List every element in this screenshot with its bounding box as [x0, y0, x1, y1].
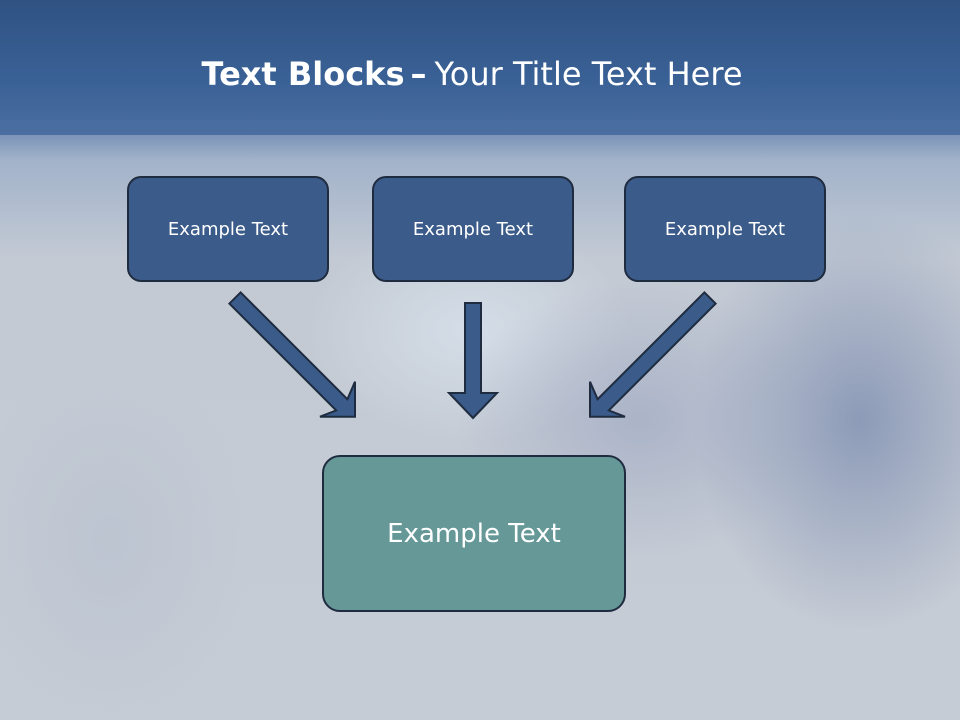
title-bar-fade	[0, 120, 960, 160]
text-block-bottom-label: Example Text	[387, 518, 561, 549]
slide-title: Text Blocks–Your Title Text Here	[0, 52, 944, 96]
arrow-center-to-bottom	[446, 302, 500, 420]
slide-title-rest: Your Title Text Here	[434, 55, 743, 93]
slide-title-dash: –	[410, 55, 427, 93]
arrow-right-to-bottom	[589, 290, 718, 418]
text-block-center[interactable]: Example Text	[372, 176, 574, 282]
text-block-left[interactable]: Example Text	[127, 176, 329, 282]
text-block-left-label: Example Text	[167, 218, 289, 240]
text-block-right[interactable]: Example Text	[624, 176, 826, 282]
title-bar	[0, 0, 960, 135]
slide-title-bold: Text Blocks	[201, 55, 405, 93]
text-block-bottom[interactable]: Example Text	[322, 455, 626, 612]
text-block-right-label: Example Text	[664, 218, 786, 240]
text-block-center-label: Example Text	[412, 218, 534, 240]
arrow-left-to-bottom	[227, 290, 356, 418]
